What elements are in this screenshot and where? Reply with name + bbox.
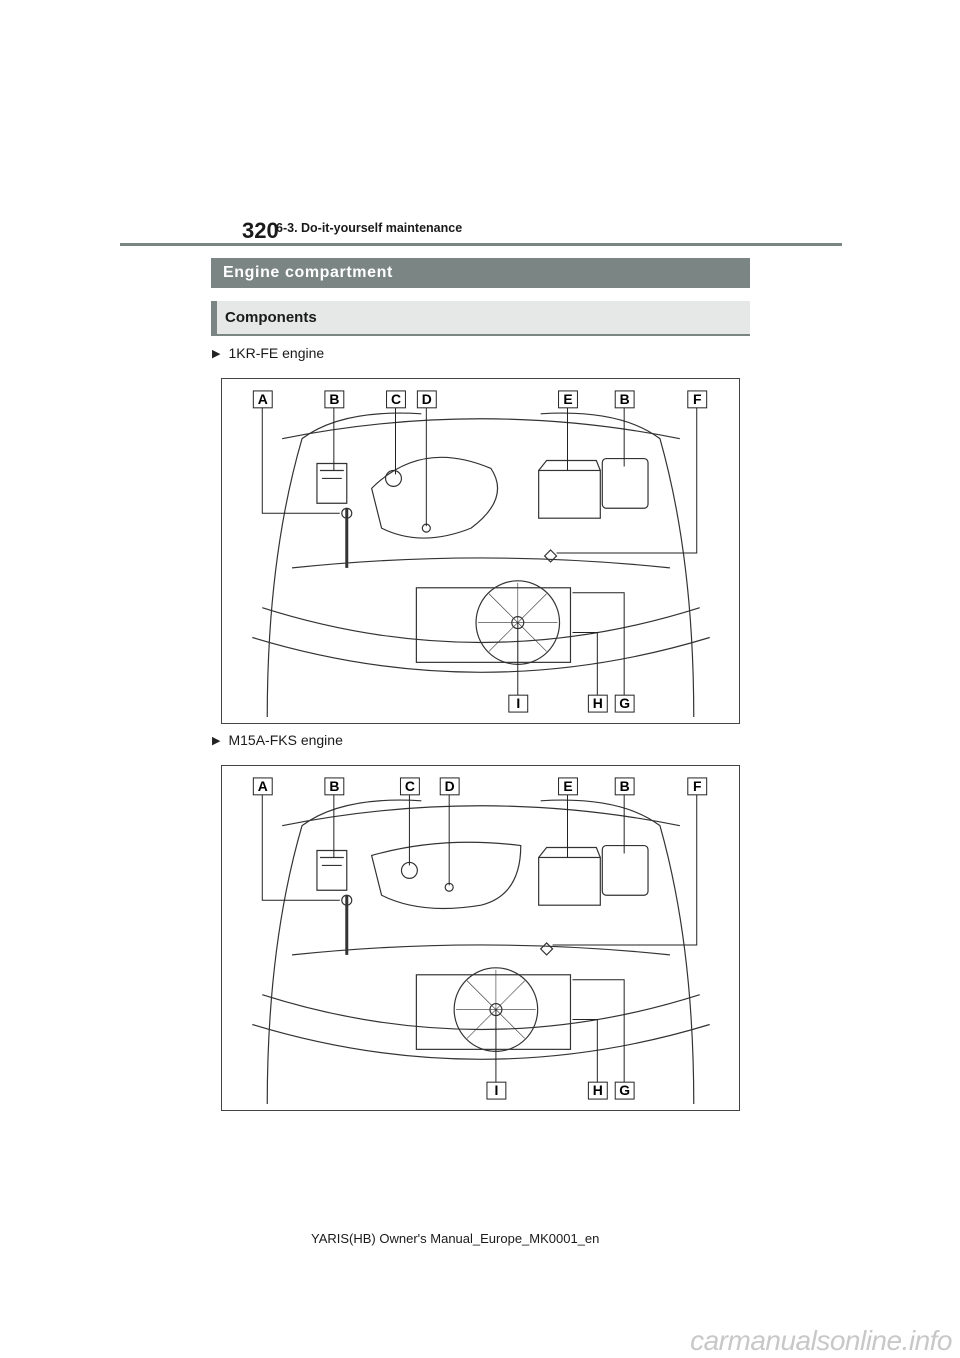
banner-title: Engine compartment xyxy=(223,264,393,281)
callout-d: D xyxy=(445,778,455,794)
callout-c: C xyxy=(391,391,401,407)
callout-i: I xyxy=(516,695,520,711)
engine-label-m15a: ▶ M15A-FKS engine xyxy=(212,732,343,748)
callout-b: B xyxy=(329,391,339,407)
callout-c: C xyxy=(405,778,415,794)
callout-f: F xyxy=(693,778,702,794)
callout-d: D xyxy=(422,391,432,407)
subheading-banner: Components xyxy=(211,301,750,336)
callout-b: B xyxy=(329,778,339,794)
callout-b-2: B xyxy=(620,778,630,794)
callout-g: G xyxy=(619,1082,630,1098)
header-rule xyxy=(120,243,842,246)
engine-illustration: A B C D E B F I H G xyxy=(252,777,710,1105)
callout-h: H xyxy=(593,1082,603,1098)
callout-e: E xyxy=(563,391,572,407)
section-banner: Engine compartment xyxy=(211,258,750,288)
engine-illustration: A B C D E B F I H G xyxy=(252,390,710,718)
subheading-title: Components xyxy=(225,309,317,326)
triangle-bullet-icon: ▶ xyxy=(212,734,221,747)
callout-i: I xyxy=(494,1082,498,1098)
engine-diagram-m15a: A B C D E B F I H G xyxy=(221,765,740,1111)
engine-diagram-1kr: A B C D E B F I H G xyxy=(221,378,740,724)
engine-name: M15A-FKS engine xyxy=(228,732,343,748)
callout-a: A xyxy=(258,391,268,407)
callout-a: A xyxy=(258,778,268,794)
section-title: 6-3. Do-it-yourself maintenance xyxy=(276,221,463,235)
callout-e: E xyxy=(563,778,572,794)
callout-g: G xyxy=(619,695,630,711)
page-number: 320 xyxy=(242,218,279,243)
callout-b-2: B xyxy=(620,391,630,407)
callout-f: F xyxy=(693,391,702,407)
engine-name: 1KR-FE engine xyxy=(228,345,325,361)
triangle-bullet-icon: ▶ xyxy=(212,347,221,360)
engine-label-1kr: ▶ 1KR-FE engine xyxy=(212,345,324,361)
page-footer: YARIS(HB) Owner's Manual_Europe_MK0001_e… xyxy=(311,1231,600,1246)
watermark: carmanualsonline.info xyxy=(690,1325,952,1356)
callout-h: H xyxy=(593,695,603,711)
